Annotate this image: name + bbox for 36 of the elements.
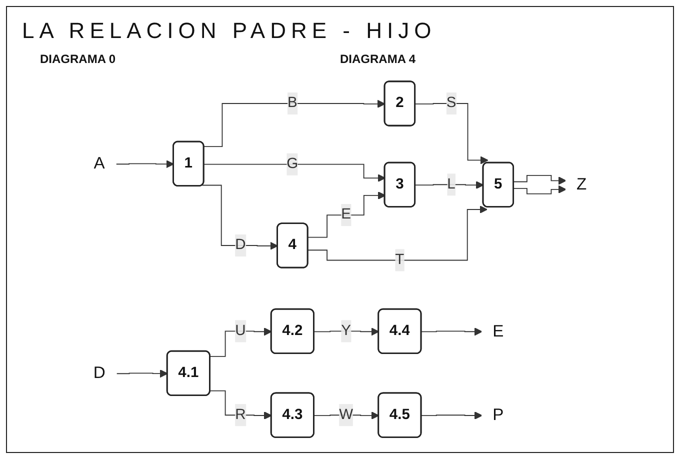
edge-label: T [395, 252, 404, 268]
arrow [202, 184, 278, 250]
node-text: A [94, 154, 105, 172]
arrow [204, 100, 386, 148]
edge-label: L [447, 176, 456, 192]
arrow [421, 411, 482, 420]
arrow [414, 180, 484, 190]
arrow [210, 328, 272, 357]
arrow [308, 191, 386, 238]
arrow [513, 185, 566, 194]
edge-label: R [235, 406, 246, 422]
arrow [204, 164, 386, 182]
edge-label: G [286, 156, 298, 172]
edge-label: W [339, 406, 354, 422]
edge-label: E [341, 206, 351, 222]
arrow [414, 103, 488, 164]
edge-label: S [446, 95, 456, 111]
arrow [513, 174, 566, 185]
arrow [314, 328, 380, 336]
node-text: E [492, 322, 504, 340]
diagram-title: LA RELACION PADRE - HIJO [22, 18, 436, 44]
panel-heading: DIAGRAMA 4 [340, 52, 416, 66]
arrow [314, 411, 380, 420]
edge-label: U [235, 322, 246, 339]
arrow [421, 328, 482, 336]
node-text: P [492, 405, 504, 424]
arrow [116, 160, 174, 168]
edge-label: Y [341, 322, 351, 339]
arrow [116, 370, 168, 378]
node-text: D [93, 363, 106, 382]
node-text: Z [576, 174, 587, 194]
edge-label: D [235, 237, 246, 253]
arrow [308, 205, 488, 261]
edge-label: B [287, 95, 298, 111]
arrow [210, 390, 272, 420]
panel-heading: DIAGRAMA 0 [40, 52, 116, 66]
